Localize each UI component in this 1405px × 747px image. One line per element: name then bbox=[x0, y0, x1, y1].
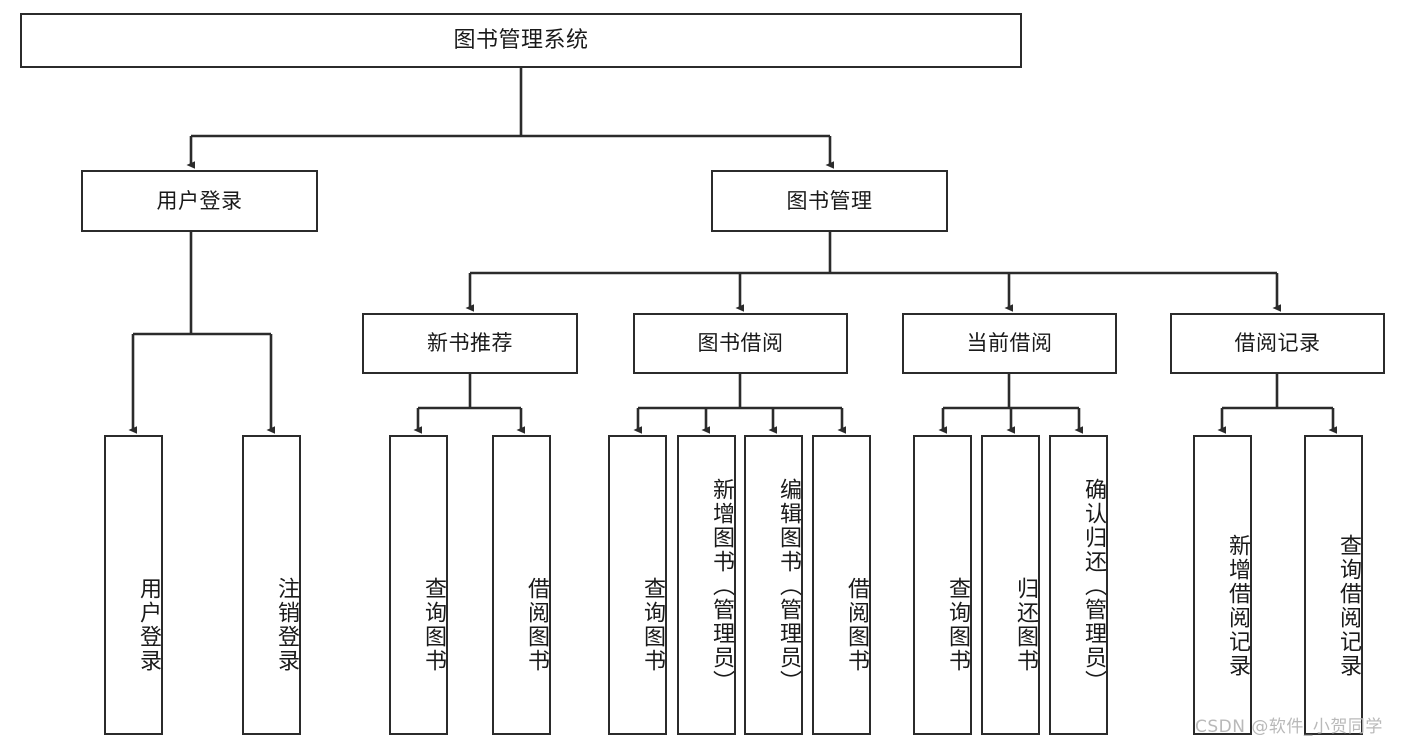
leaf-borrow-record-query[interactable]: 查询借阅记录 bbox=[1304, 435, 1363, 735]
leaf-borrow-record-add[interactable]: 新增借阅记录 bbox=[1193, 435, 1252, 735]
leaf-current-borrow-return[interactable]: 归还图书 bbox=[981, 435, 1040, 735]
leaf-book-borrow-borrow[interactable]: 借阅图书 bbox=[812, 435, 871, 735]
node-book-borrow[interactable]: 图书借阅 bbox=[633, 313, 848, 374]
leaf-book-borrow-add-admin[interactable]: 新增图书（管理员） bbox=[677, 435, 736, 735]
leaf-book-borrow-edit-admin[interactable]: 编辑图书（管理员） bbox=[744, 435, 803, 735]
leaf-current-borrow-confirm-admin[interactable]: 确认归还（管理员） bbox=[1049, 435, 1108, 735]
csdn-watermark: CSDN @软件_小贺同学 bbox=[1195, 717, 1383, 737]
leaf-new-book-borrow[interactable]: 借阅图书 bbox=[492, 435, 551, 735]
node-book-management[interactable]: 图书管理 bbox=[711, 170, 948, 232]
node-new-book-recommend[interactable]: 新书推荐 bbox=[362, 313, 578, 374]
leaf-user-login-login[interactable]: 用户登录 bbox=[104, 435, 163, 735]
leaf-book-borrow-query[interactable]: 查询图书 bbox=[608, 435, 667, 735]
node-user-login[interactable]: 用户登录 bbox=[81, 170, 318, 232]
node-borrow-record[interactable]: 借阅记录 bbox=[1170, 313, 1385, 374]
leaf-new-book-query[interactable]: 查询图书 bbox=[389, 435, 448, 735]
leaf-current-borrow-query[interactable]: 查询图书 bbox=[913, 435, 972, 735]
leaf-user-login-logout[interactable]: 注销登录 bbox=[242, 435, 301, 735]
node-current-borrow[interactable]: 当前借阅 bbox=[902, 313, 1117, 374]
node-root-book-management-system[interactable]: 图书管理系统 bbox=[20, 13, 1022, 68]
